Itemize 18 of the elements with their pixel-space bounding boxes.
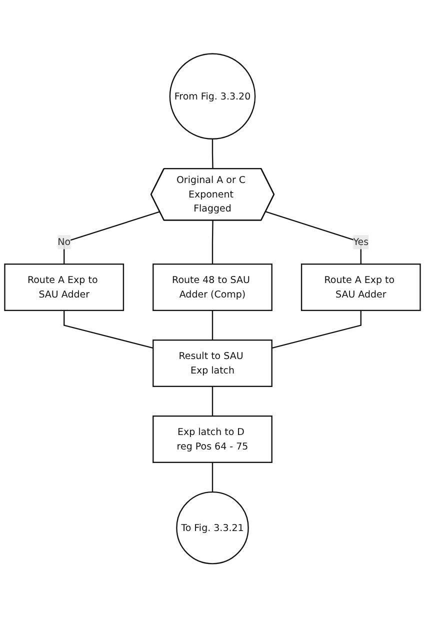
connector: [212, 386, 214, 416]
connector: [212, 139, 214, 170]
connector: [212, 220, 214, 264]
connector: [266, 211, 362, 264]
edge-label: No: [58, 236, 71, 248]
node-box: Route 48 to SAU Adder (Comp): [152, 264, 272, 312]
node-circle: From Fig. 3.3.20: [169, 53, 256, 140]
node-box: Route A Exp to SAU Adder: [300, 264, 421, 312]
connector: [212, 462, 214, 492]
connector: [212, 310, 214, 340]
edge-label: Yes: [353, 236, 369, 248]
connector: [272, 310, 362, 349]
connector: [64, 310, 154, 349]
node-box: Route A Exp to SAU Adder: [4, 264, 124, 312]
node-box: Exp latch to D reg Pos 64 - 75: [152, 416, 272, 464]
node-box: Result to SAU Exp latch: [152, 340, 272, 388]
node-circle: To Fig. 3.3.21: [176, 492, 249, 565]
connector: [64, 211, 160, 264]
